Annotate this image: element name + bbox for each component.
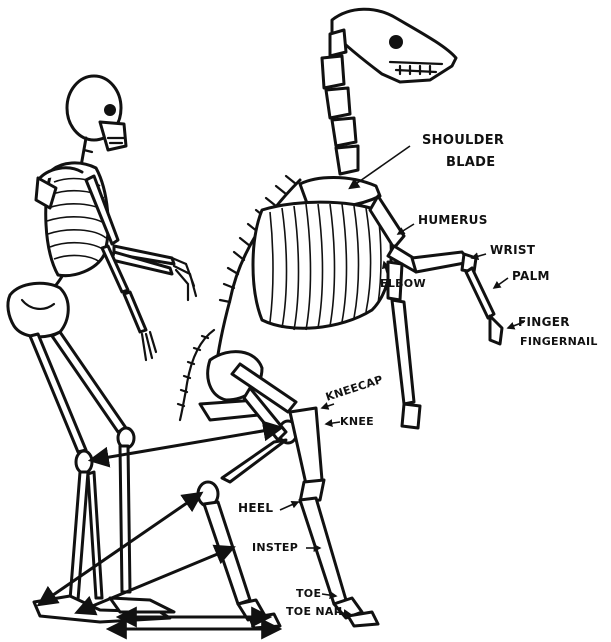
human-ribcage <box>46 163 108 276</box>
horse-ribcage <box>253 202 391 330</box>
label-palm: PALM <box>512 270 550 282</box>
horse-hind-leg <box>200 364 378 626</box>
human-skull <box>67 76 126 150</box>
label-elbow: ELBOW <box>380 278 426 289</box>
label-blade: BLADE <box>446 156 495 169</box>
horse-skeleton <box>178 9 502 628</box>
human-skeleton <box>8 76 196 622</box>
human-leg-far <box>52 332 174 612</box>
human-leg <box>30 334 170 622</box>
label-fingernail: FINGERNAIL <box>520 336 598 347</box>
label-wrist: WRIST <box>490 244 535 256</box>
label-finger: FINGER <box>518 316 570 328</box>
label-humerus: HUMERUS <box>418 214 488 226</box>
horse-skull <box>332 9 456 82</box>
label-shoulder: SHOULDER <box>422 134 504 147</box>
label-toe: TOE <box>296 588 321 599</box>
human-pelvis <box>8 283 68 337</box>
label-instep: INSTEP <box>252 542 298 553</box>
horse-front-leg <box>370 196 502 428</box>
label-heel: HEEL <box>238 502 273 514</box>
label-toenail: TOE NAIL <box>286 606 345 617</box>
label-knee: KNEE <box>340 416 374 427</box>
